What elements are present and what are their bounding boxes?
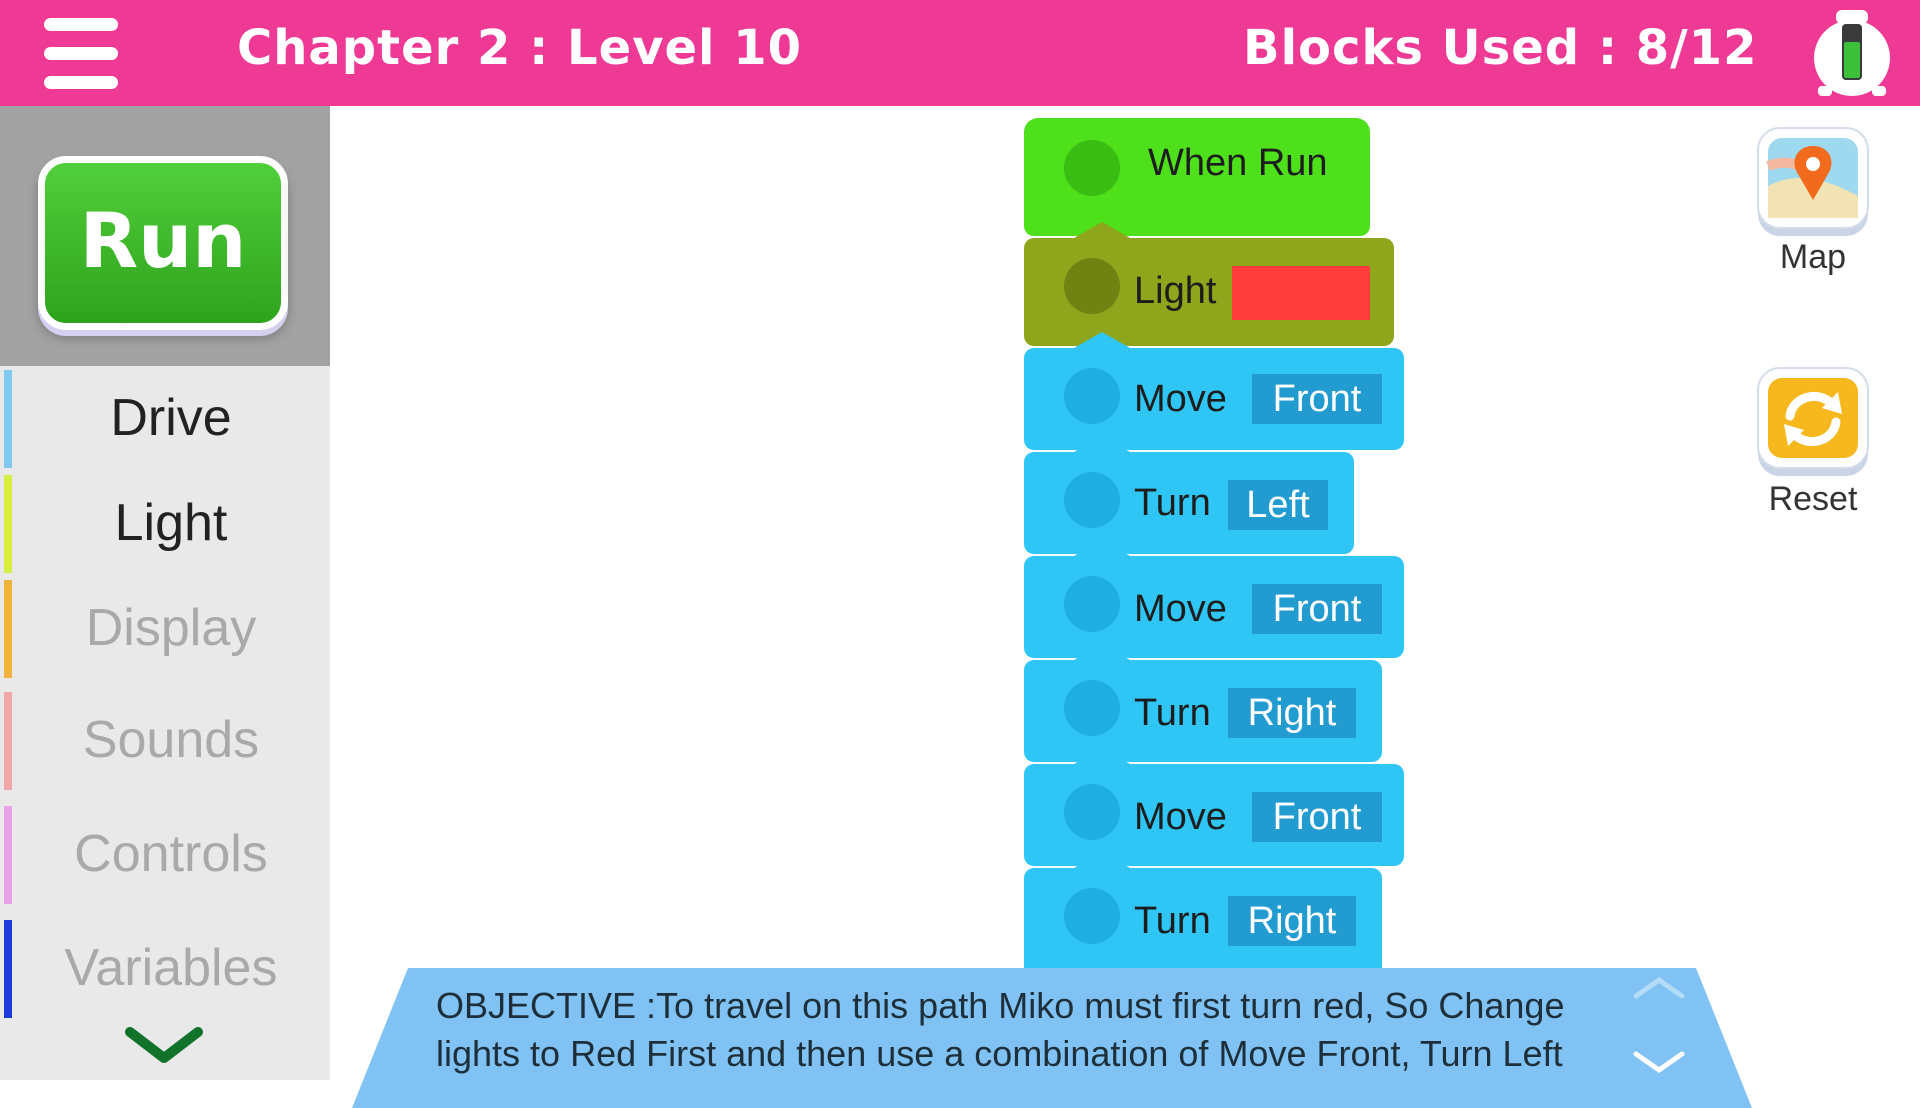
direction-dropdown[interactable]: Left: [1228, 480, 1328, 530]
block-label: Turn: [1134, 900, 1211, 942]
block-notch: [1074, 332, 1130, 348]
run-button[interactable]: Run: [38, 156, 288, 330]
category-label: Sounds: [82, 711, 260, 769]
when-run-block[interactable]: When Run: [1024, 118, 1370, 236]
category-controls[interactable]: Controls: [0, 802, 330, 904]
category-variables[interactable]: Variables: [0, 916, 330, 1018]
reset-button[interactable]: [1754, 366, 1872, 484]
category-color-stripe: [4, 920, 12, 1018]
category-label: Light: [114, 494, 228, 552]
block-label: Move: [1134, 796, 1227, 838]
block-notch: [1074, 436, 1130, 452]
category-label: Drive: [110, 389, 232, 447]
turn-block[interactable]: Turn Right: [1024, 644, 1382, 762]
category-label: Variables: [64, 939, 278, 997]
block-handle-dot: [1064, 576, 1120, 632]
chevron-down-icon[interactable]: [1632, 1050, 1686, 1074]
category-drive[interactable]: Drive: [0, 366, 330, 468]
turn-block[interactable]: Turn Right: [1024, 852, 1382, 978]
category-color-stripe: [4, 370, 12, 468]
category-label: Display: [85, 599, 257, 657]
light-block[interactable]: Light: [1024, 222, 1394, 346]
move-block[interactable]: Move Front: [1024, 748, 1404, 866]
block-label: Turn: [1134, 482, 1211, 524]
move-block[interactable]: Move Front: [1024, 540, 1404, 658]
objective-text: OBJECTIVE :To travel on this path Miko m…: [436, 985, 1565, 1074]
direction-dropdown[interactable]: Front: [1252, 792, 1382, 842]
block-label: When Run: [1148, 142, 1328, 184]
block-label: Move: [1134, 378, 1227, 420]
block-label: Light: [1134, 270, 1217, 312]
block-notch: [1074, 748, 1130, 764]
block-handle-dot: [1064, 888, 1120, 944]
move-block[interactable]: Move Front: [1024, 332, 1404, 450]
block-category-sidebar: Run Drive Light Display Sounds Controls …: [0, 106, 330, 1080]
chevron-up-icon[interactable]: [1632, 976, 1686, 1000]
top-bar: Chapter 2 : Level 10 Blocks Used : 8/12: [0, 0, 1920, 106]
blocks-used-counter: Blocks Used : 8/12: [1243, 20, 1758, 76]
category-color-stripe: [4, 475, 12, 573]
map-label: Map: [1779, 238, 1847, 276]
block-label: Turn: [1134, 692, 1211, 734]
block-handle-dot: [1064, 368, 1120, 424]
category-color-stripe: [4, 580, 12, 678]
category-display[interactable]: Display: [0, 576, 330, 678]
block-handle-dot: [1064, 784, 1120, 840]
category-label: Controls: [74, 825, 268, 883]
block-notch: [1074, 852, 1130, 868]
block-label: Move: [1134, 588, 1227, 630]
category-color-stripe: [4, 806, 12, 904]
robot-battery-icon[interactable]: [1812, 8, 1892, 98]
map-button[interactable]: [1754, 126, 1872, 244]
block-handle-dot: [1064, 140, 1120, 196]
block-handle-dot: [1064, 680, 1120, 736]
block-notch: [1074, 222, 1130, 238]
run-area: Run: [0, 106, 330, 366]
category-sounds[interactable]: Sounds: [0, 688, 330, 790]
category-color-stripe: [4, 692, 12, 790]
light-color-swatch[interactable]: [1232, 266, 1370, 320]
turn-block[interactable]: Turn Left: [1024, 436, 1354, 554]
direction-dropdown[interactable]: Front: [1252, 374, 1382, 424]
block-handle-dot: [1064, 472, 1120, 528]
block-notch: [1074, 644, 1130, 660]
block-handle-dot: [1064, 258, 1120, 314]
category-light[interactable]: Light: [0, 471, 330, 573]
direction-dropdown[interactable]: Front: [1252, 584, 1382, 634]
reset-label: Reset: [1768, 480, 1858, 518]
block-notch: [1074, 540, 1130, 556]
chevron-down-icon[interactable]: [124, 1026, 204, 1066]
direction-dropdown[interactable]: Right: [1228, 688, 1356, 738]
chapter-level-title: Chapter 2 : Level 10: [237, 20, 802, 76]
direction-dropdown[interactable]: Right: [1228, 896, 1356, 946]
hamburger-menu-icon[interactable]: [44, 18, 118, 89]
